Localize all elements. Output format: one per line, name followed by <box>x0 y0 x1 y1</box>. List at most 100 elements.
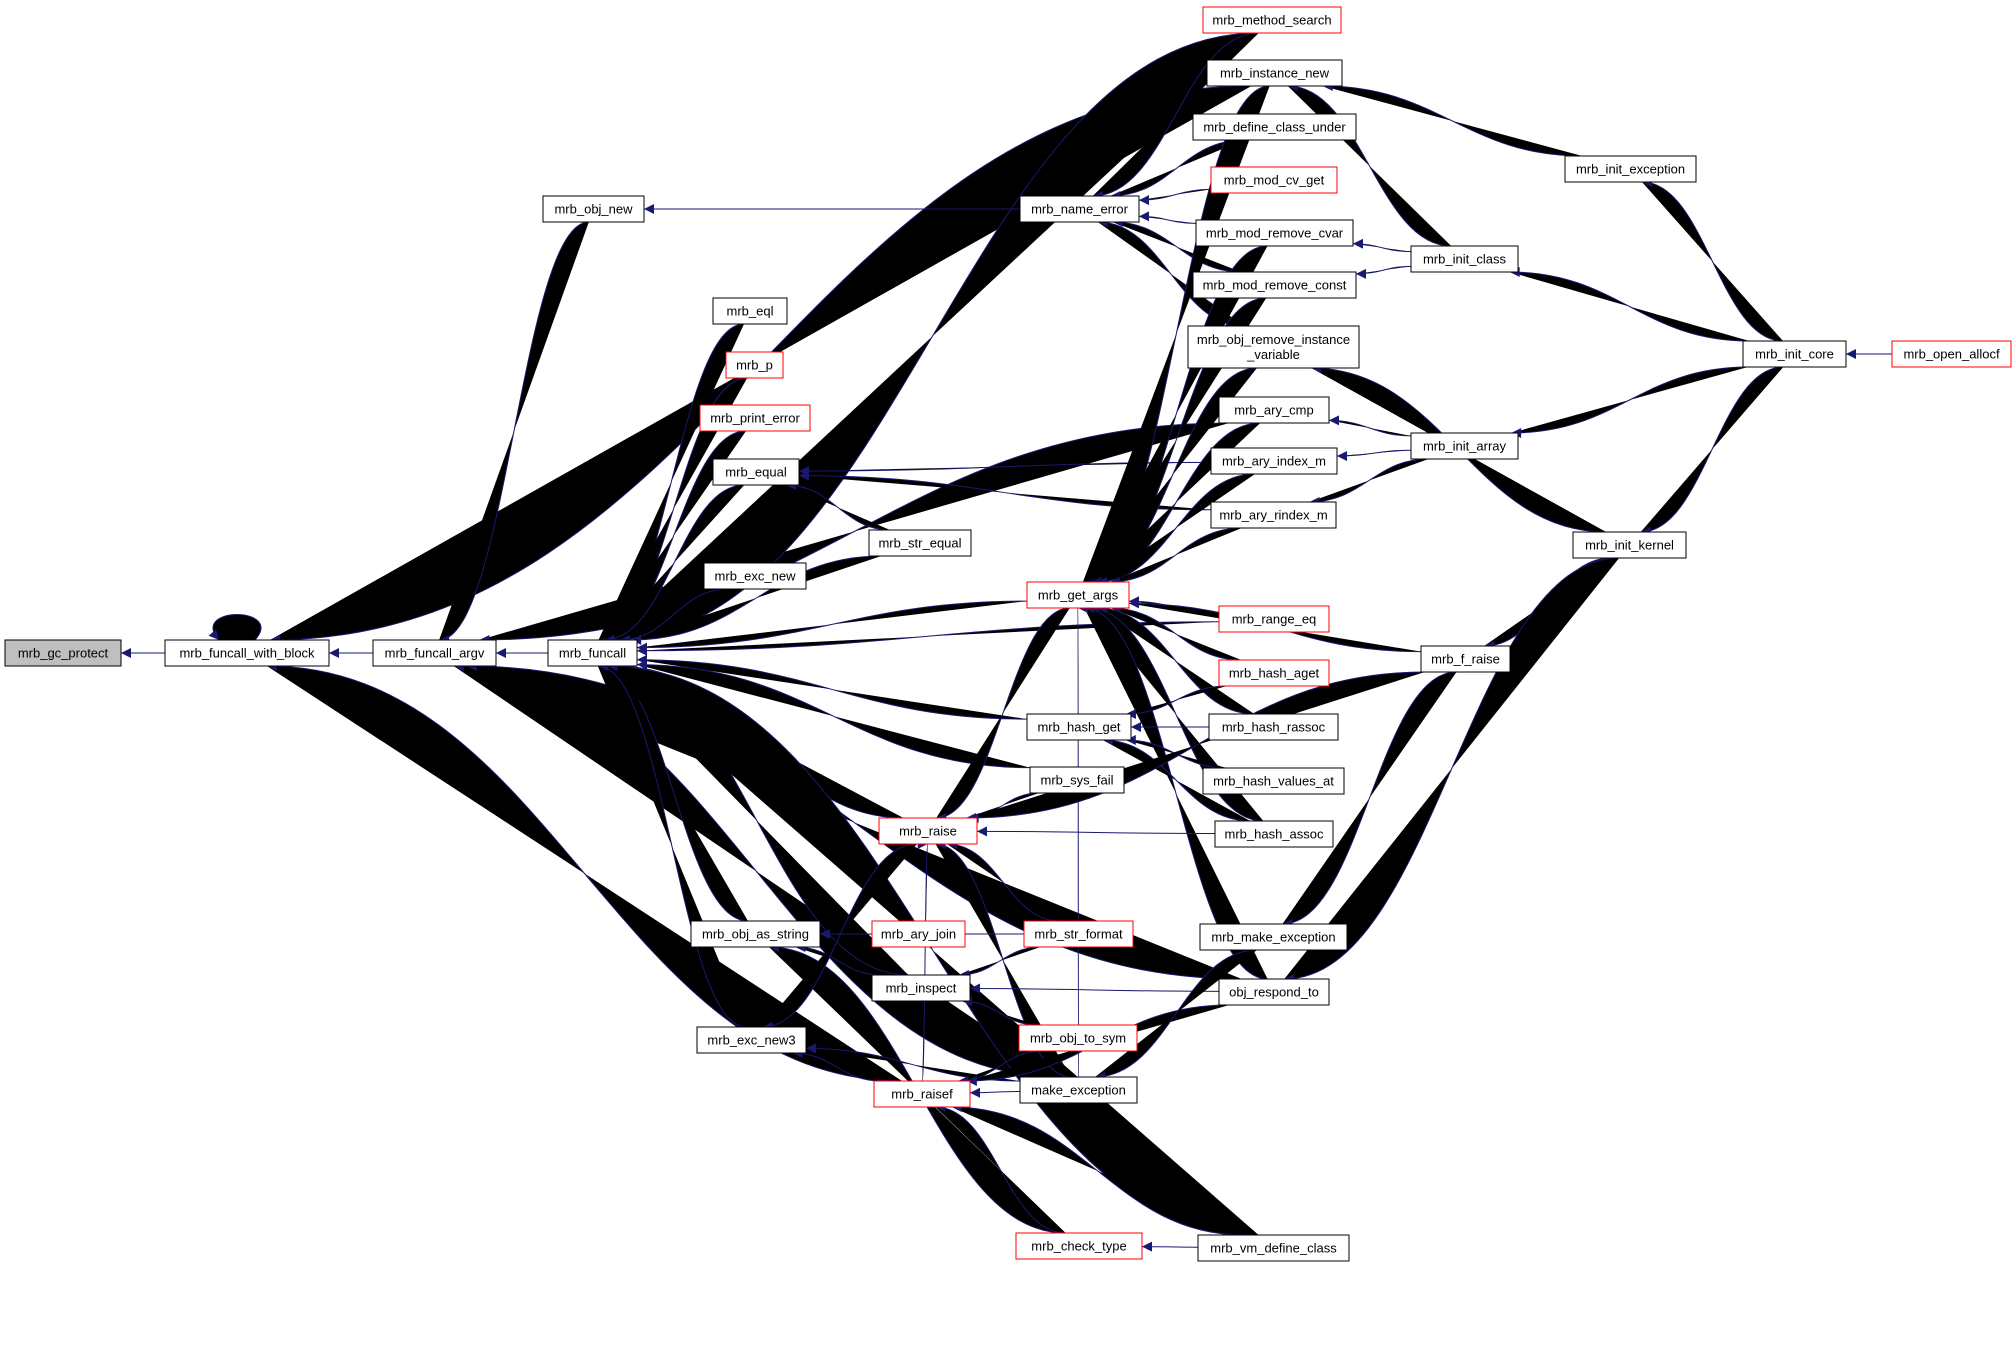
node-mod-remove-cvar[interactable]: mrb_mod_remove_cvar <box>1195 219 1354 247</box>
node-box[interactable] <box>1208 713 1339 741</box>
node-box[interactable] <box>4 639 122 667</box>
node-box[interactable] <box>1210 447 1338 475</box>
node-str-equal[interactable]: mrb_str_equal <box>868 529 972 557</box>
node-eql[interactable]: mrb_eql <box>712 297 788 325</box>
node-obj-respond-to[interactable]: obj_respond_to <box>1218 978 1330 1006</box>
node-raise[interactable]: mrb_raise <box>878 817 978 845</box>
node-box[interactable] <box>1018 1024 1138 1052</box>
node-box[interactable] <box>1210 166 1338 194</box>
node-inspect[interactable]: mrb_inspect <box>871 974 971 1002</box>
node-obj-to-sym[interactable]: mrb_obj_to_sym <box>1018 1024 1138 1052</box>
node-box[interactable] <box>547 639 638 667</box>
node-ary-rindex-m[interactable]: mrb_ary_rindex_m <box>1210 501 1337 529</box>
node-obj-remove-iv[interactable]: mrb_obj_remove_instance_variable <box>1187 325 1360 369</box>
node-init-kernel[interactable]: mrb_init_kernel <box>1572 531 1687 559</box>
node-box[interactable] <box>1015 1232 1143 1260</box>
node-f-raise[interactable]: mrb_f_raise <box>1420 645 1511 673</box>
node-raisef[interactable]: mrb_raisef <box>873 1080 971 1108</box>
node-box[interactable] <box>1195 219 1354 247</box>
node-box[interactable] <box>873 1080 971 1108</box>
node-range-eq[interactable]: mrb_range_eq <box>1218 605 1330 633</box>
node-instance-new[interactable]: mrb_instance_new <box>1206 59 1343 87</box>
node-box[interactable] <box>1564 155 1697 183</box>
node-box[interactable] <box>1187 325 1360 369</box>
node-box[interactable] <box>1410 432 1519 460</box>
node-box[interactable] <box>878 817 978 845</box>
node-box[interactable] <box>542 195 645 223</box>
node-box[interactable] <box>690 920 821 948</box>
node-box[interactable] <box>1192 271 1357 299</box>
node-box[interactable] <box>1206 59 1343 87</box>
node-init-array[interactable]: mrb_init_array <box>1410 432 1519 460</box>
node-funcall[interactable]: mrb_funcall <box>547 639 638 667</box>
node-mod-remove-const[interactable]: mrb_mod_remove_const <box>1192 271 1357 299</box>
node-box[interactable] <box>1026 713 1132 741</box>
node-box[interactable] <box>1192 113 1357 141</box>
node-box[interactable] <box>1019 1076 1138 1104</box>
node-hash-aget[interactable]: mrb_hash_aget <box>1218 659 1330 687</box>
node-get-args[interactable]: mrb_get_args <box>1026 581 1130 609</box>
node-check-type[interactable]: mrb_check_type <box>1015 1232 1143 1260</box>
node-box[interactable] <box>164 639 330 667</box>
node-box[interactable] <box>712 297 788 325</box>
node-ary-index-m[interactable]: mrb_ary_index_m <box>1210 447 1338 475</box>
node-box[interactable] <box>1023 920 1134 948</box>
node-make-exception2[interactable]: mrb_make_exception <box>1199 923 1348 951</box>
node-box[interactable] <box>1029 766 1125 794</box>
node-box[interactable] <box>1218 978 1330 1006</box>
node-print-error[interactable]: mrb_print_error <box>699 404 811 432</box>
node-equal[interactable]: mrb_equal <box>712 458 800 486</box>
node-box[interactable] <box>1218 396 1330 424</box>
node-box[interactable] <box>1420 645 1511 673</box>
node-exc-new[interactable]: mrb_exc_new <box>703 562 807 590</box>
node-box[interactable] <box>1210 501 1337 529</box>
node-box[interactable] <box>1202 767 1345 795</box>
node-funcall-with-block[interactable]: mrb_funcall_with_block <box>164 639 330 667</box>
node-init-core[interactable]: mrb_init_core <box>1742 340 1847 368</box>
node-obj-new[interactable]: mrb_obj_new <box>542 195 645 223</box>
node-box[interactable] <box>1214 820 1334 848</box>
node-mod-cv-get[interactable]: mrb_mod_cv_get <box>1210 166 1338 194</box>
node-box[interactable] <box>372 639 497 667</box>
node-obj-as-string[interactable]: mrb_obj_as_string <box>690 920 821 948</box>
node-p[interactable]: mrb_p <box>725 351 784 379</box>
node-define-class-under[interactable]: mrb_define_class_under <box>1192 113 1357 141</box>
node-box[interactable] <box>1742 340 1847 368</box>
node-box[interactable] <box>1202 6 1342 34</box>
node-gc-protect[interactable]: mrb_gc_protect <box>4 639 122 667</box>
node-box[interactable] <box>712 458 800 486</box>
node-box[interactable] <box>1410 245 1519 273</box>
node-name-error[interactable]: mrb_name_error <box>1019 195 1140 223</box>
node-ary-cmp[interactable]: mrb_ary_cmp <box>1218 396 1330 424</box>
node-exc-new3[interactable]: mrb_exc_new3 <box>696 1026 807 1054</box>
node-init-class[interactable]: mrb_init_class <box>1410 245 1519 273</box>
node-str-format[interactable]: mrb_str_format <box>1023 920 1134 948</box>
node-funcall-argv[interactable]: mrb_funcall_argv <box>372 639 497 667</box>
node-box[interactable] <box>1199 923 1348 951</box>
node-box[interactable] <box>871 920 966 948</box>
node-box[interactable] <box>725 351 784 379</box>
node-hash-get[interactable]: mrb_hash_get <box>1026 713 1132 741</box>
node-box[interactable] <box>1218 605 1330 633</box>
node-vm-define-class[interactable]: mrb_vm_define_class <box>1197 1234 1350 1262</box>
node-method-search[interactable]: mrb_method_search <box>1202 6 1342 34</box>
node-box[interactable] <box>1019 195 1140 223</box>
node-box[interactable] <box>1026 581 1130 609</box>
node-make-exception[interactable]: make_exception <box>1019 1076 1138 1104</box>
node-sys-fail[interactable]: mrb_sys_fail <box>1029 766 1125 794</box>
node-box[interactable] <box>1197 1234 1350 1262</box>
node-box[interactable] <box>696 1026 807 1054</box>
node-ary-join[interactable]: mrb_ary_join <box>871 920 966 948</box>
node-box[interactable] <box>871 974 971 1002</box>
node-box[interactable] <box>868 529 972 557</box>
node-box[interactable] <box>1891 340 2012 368</box>
node-box[interactable] <box>699 404 811 432</box>
node-hash-assoc[interactable]: mrb_hash_assoc <box>1214 820 1334 848</box>
node-hash-rassoc[interactable]: mrb_hash_rassoc <box>1208 713 1339 741</box>
node-box[interactable] <box>703 562 807 590</box>
node-box[interactable] <box>1218 659 1330 687</box>
node-init-exception[interactable]: mrb_init_exception <box>1564 155 1697 183</box>
node-hash-values-at[interactable]: mrb_hash_values_at <box>1202 767 1345 795</box>
node-open-allocf[interactable]: mrb_open_allocf <box>1891 340 2012 368</box>
node-box[interactable] <box>1572 531 1687 559</box>
